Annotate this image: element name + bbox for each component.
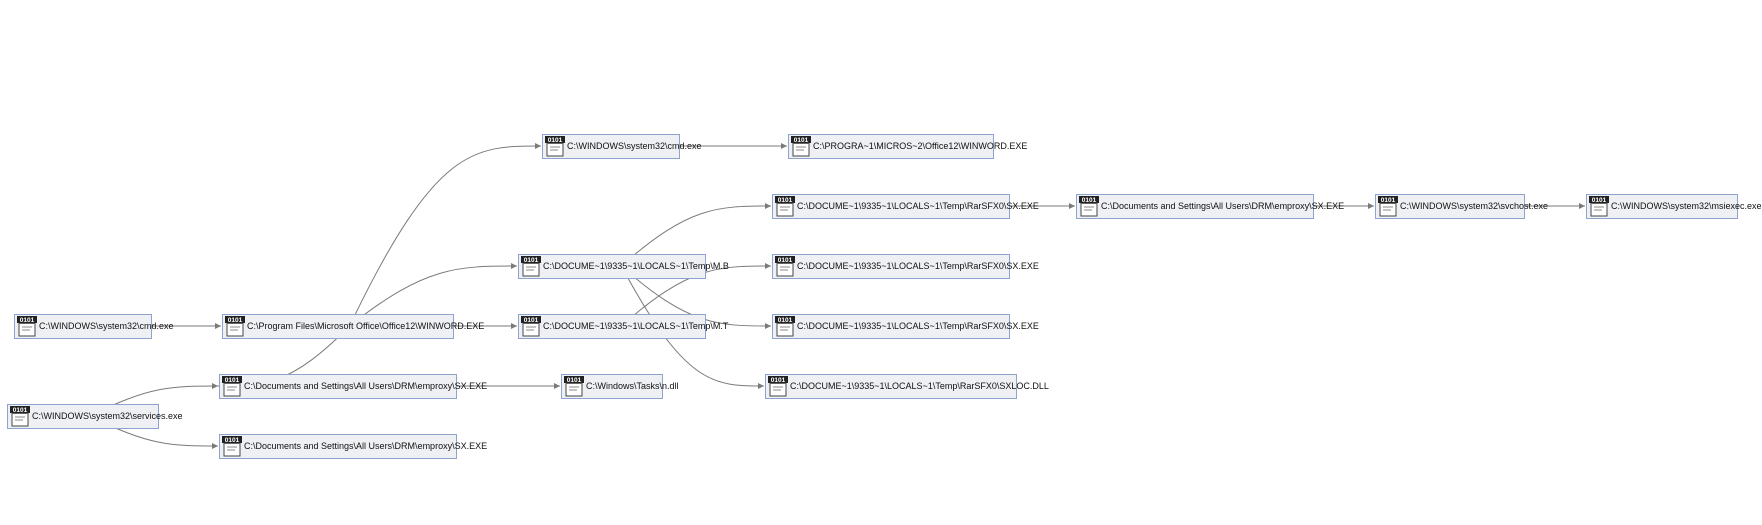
process-path-label: C:\WINDOWS\system32\cmd.exe xyxy=(567,140,702,151)
process-node[interactable]: 0101 C:\DOCUME~1\9335~1\LOCALS~1\Temp\M.B xyxy=(518,253,729,279)
process-path-label: C:\DOCUME~1\9335~1\LOCALS~1\Temp\M.B xyxy=(543,260,729,271)
process-path-label: C:\DOCUME~1\9335~1\LOCALS~1\Temp\M.T xyxy=(543,320,729,331)
process-path-label: C:\Program Files\Microsoft Office\Office… xyxy=(247,320,485,331)
executable-binary-icon: 0101 xyxy=(519,315,543,338)
edge-n4-n11 xyxy=(620,265,765,389)
svg-text:0101: 0101 xyxy=(225,377,240,384)
process-node[interactable]: 0101 C:\WINDOWS\system32\svchost.exe xyxy=(1375,193,1548,219)
svg-text:0101: 0101 xyxy=(524,317,539,324)
svg-text:0101: 0101 xyxy=(1592,197,1607,204)
executable-binary-icon: 0101 xyxy=(562,375,586,398)
process-path-label: C:\DOCUME~1\9335~1\LOCALS~1\Temp\RarSFX0… xyxy=(797,200,1039,211)
process-path-label: C:\DOCUME~1\9335~1\LOCALS~1\Temp\RarSFX0… xyxy=(790,380,1049,391)
executable-binary-icon: 0101 xyxy=(773,315,797,338)
executable-binary-icon: 0101 xyxy=(519,255,543,278)
process-path-label: C:\WINDOWS\system32\services.exe xyxy=(32,410,183,421)
svg-text:0101: 0101 xyxy=(1082,197,1097,204)
process-node[interactable]: 0101 C:\WINDOWS\system32\cmd.exe xyxy=(542,133,702,159)
executable-binary-icon: 0101 xyxy=(1376,195,1400,218)
process-node[interactable]: 0101 C:\Program Files\Microsoft Office\Of… xyxy=(222,313,484,339)
executable-binary-icon: 0101 xyxy=(1077,195,1101,218)
svg-text:0101: 0101 xyxy=(778,197,793,204)
executable-binary-icon: 0101 xyxy=(543,135,567,158)
process-path-label: C:\WINDOWS\system32\msiexec.exe xyxy=(1611,200,1762,211)
executable-binary-icon: 0101 xyxy=(789,135,813,158)
process-path-label: C:\Documents and Settings\All Users\DRM\… xyxy=(1101,200,1345,211)
process-node[interactable]: 0101 C:\DOCUME~1\9335~1\LOCALS~1\Temp\Rar… xyxy=(765,373,1049,399)
process-node[interactable]: 0101 C:\Documents and Settings\All Users\… xyxy=(1076,193,1344,219)
executable-binary-icon: 0101 xyxy=(15,315,39,338)
process-node[interactable]: 0101 C:\Windows\Tasks\n.dll xyxy=(561,373,679,399)
process-node[interactable]: 0101 C:\WINDOWS\system32\cmd.exe xyxy=(14,313,174,339)
executable-binary-icon: 0101 xyxy=(766,375,790,398)
executable-binary-icon: 0101 xyxy=(1587,195,1611,218)
svg-text:0101: 0101 xyxy=(524,257,539,264)
process-node[interactable]: 0101 C:\DOCUME~1\9335~1\LOCALS~1\Temp\Rar… xyxy=(772,193,1039,219)
executable-binary-icon: 0101 xyxy=(220,375,244,398)
process-node[interactable]: 0101 C:\DOCUME~1\9335~1\LOCALS~1\Temp\Rar… xyxy=(772,313,1039,339)
svg-text:0101: 0101 xyxy=(778,257,793,264)
svg-text:0101: 0101 xyxy=(567,377,582,384)
executable-binary-icon: 0101 xyxy=(220,435,244,458)
process-path-label: C:\WINDOWS\system32\cmd.exe xyxy=(39,320,174,331)
svg-text:0101: 0101 xyxy=(548,137,563,144)
svg-text:0101: 0101 xyxy=(778,317,793,324)
process-path-label: C:\Windows\Tasks\n.dll xyxy=(586,380,679,391)
process-node[interactable]: 0101 C:\WINDOWS\system32\services.exe xyxy=(7,403,183,429)
svg-text:0101: 0101 xyxy=(1381,197,1396,204)
process-path-label: C:\Documents and Settings\All Users\DRM\… xyxy=(244,440,488,451)
executable-binary-icon: 0101 xyxy=(773,255,797,278)
edge-n4-n8 xyxy=(621,203,772,267)
svg-text:0101: 0101 xyxy=(228,317,243,324)
process-node[interactable]: 0101 C:\Documents and Settings\All Users\… xyxy=(219,373,487,399)
process-path-label: C:\Documents and Settings\All Users\DRM\… xyxy=(244,380,488,391)
svg-text:0101: 0101 xyxy=(225,437,240,444)
process-node[interactable]: 0101 C:\DOCUME~1\9335~1\LOCALS~1\Temp\M.T xyxy=(518,313,728,339)
process-path-label: C:\DOCUME~1\9335~1\LOCALS~1\Temp\RarSFX0… xyxy=(797,260,1039,271)
process-path-label: C:\WINDOWS\system32\svchost.exe xyxy=(1400,200,1549,211)
process-node[interactable]: 0101 C:\DOCUME~1\9335~1\LOCALS~1\Temp\Rar… xyxy=(772,253,1039,279)
svg-text:0101: 0101 xyxy=(20,317,35,324)
edge-n1-n2 xyxy=(349,143,542,327)
executable-binary-icon: 0101 xyxy=(773,195,797,218)
process-node[interactable]: 0101 C:\WINDOWS\system32\msiexec.exe xyxy=(1586,193,1762,219)
process-path-label: C:\DOCUME~1\9335~1\LOCALS~1\Temp\RarSFX0… xyxy=(797,320,1039,331)
svg-text:0101: 0101 xyxy=(794,137,809,144)
executable-binary-icon: 0101 xyxy=(223,315,247,338)
svg-text:0101: 0101 xyxy=(13,407,28,414)
edge-n1-n4 xyxy=(349,263,518,327)
process-node[interactable]: 0101 C:\Documents and Settings\All Users\… xyxy=(219,433,487,459)
process-node[interactable]: 0101 C:\PROGRA~1\MICROS~2\Office12\WINWOR… xyxy=(788,133,1027,159)
svg-text:0101: 0101 xyxy=(771,377,786,384)
executable-binary-icon: 0101 xyxy=(8,405,32,428)
process-path-label: C:\PROGRA~1\MICROS~2\Office12\WINWORD.EX… xyxy=(813,140,1028,151)
